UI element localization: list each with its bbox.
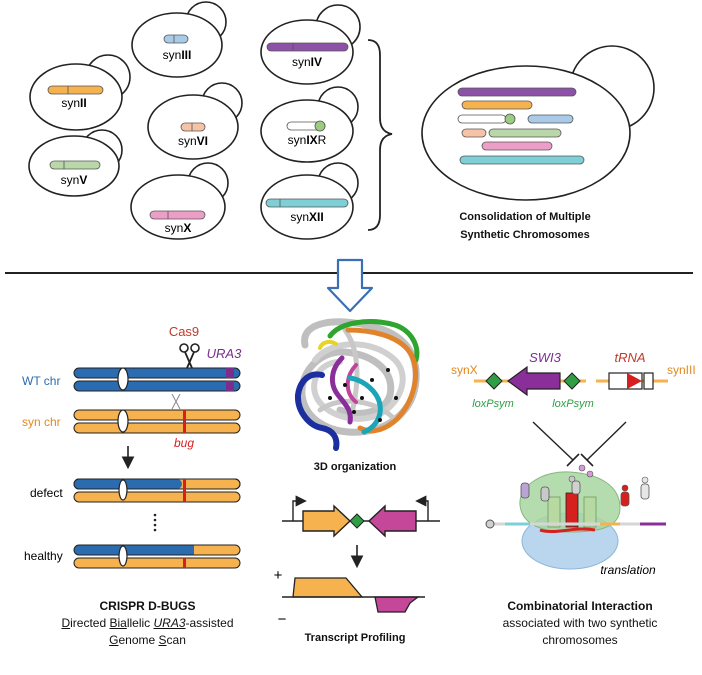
interaction-line3: chromosomes xyxy=(542,633,618,647)
yeast-cell-synVI: synVI xyxy=(147,82,243,160)
consolidation-line1: Consolidation of Multiple xyxy=(459,211,591,223)
label-synIXR: synIXR xyxy=(288,133,327,147)
yeast-cell-synIXR: synIXR xyxy=(260,86,359,163)
bug-label: bug xyxy=(174,436,194,450)
profiling-caption: Transcript Profiling xyxy=(304,632,406,644)
crossover-line xyxy=(171,393,181,410)
loxpsym-right-label: loxPsym xyxy=(552,398,594,410)
yeast-cell-synV: synV xyxy=(28,129,123,197)
swi3-locus xyxy=(474,365,586,397)
translation-label: translation xyxy=(600,563,656,577)
label-synIII: synIII xyxy=(163,48,192,62)
ura3-label: URA3 xyxy=(207,346,242,361)
ellipsis-dots xyxy=(153,513,157,532)
label-synIV: synIV xyxy=(292,55,322,69)
inhibition-line xyxy=(586,421,627,461)
label-synX: synX xyxy=(165,221,192,235)
interaction-line2: associated with two synthetic xyxy=(502,616,658,630)
dbugs-title: CRISPR D-BUGS xyxy=(99,599,196,613)
inhibition-bar xyxy=(580,453,594,467)
label-synV: synV xyxy=(61,173,88,187)
wt-chromosome xyxy=(73,367,241,392)
organization-caption: 3D organization xyxy=(313,461,397,473)
consolidated-yeast-cell xyxy=(421,45,655,201)
scissors-icon xyxy=(179,343,200,369)
plus-strand-label: + xyxy=(274,567,283,584)
healthy-label: healthy xyxy=(24,549,63,563)
loxpsym-left-label: loxPsym xyxy=(472,398,514,410)
dbugs-line2: Directed Biallelic URA3-assisted xyxy=(61,616,234,630)
defect-chromosome xyxy=(73,478,241,503)
trna-locus xyxy=(596,372,668,390)
wt-chr-label: WT chr xyxy=(22,374,60,388)
curly-brace xyxy=(367,39,393,231)
syn-chromosome xyxy=(73,409,241,434)
interaction-caption: Combinatorial Interaction associated wit… xyxy=(460,598,700,649)
minus-strand-label: − xyxy=(278,611,287,628)
yeast-cell-synIII: synIII xyxy=(131,1,227,78)
yeast-cell-synII: synII xyxy=(29,54,131,131)
trna-label: tRNA xyxy=(614,350,645,365)
healthy-chromosome xyxy=(73,544,241,569)
3d-structure-graphic xyxy=(294,318,420,451)
defect-label: defect xyxy=(30,486,63,500)
consolidation-line2: Synthetic Chromosomes xyxy=(460,229,590,241)
label-synXII: synXII xyxy=(290,210,323,224)
synx-label: synX xyxy=(451,363,478,377)
yeast-cell-synX: synX xyxy=(130,162,229,240)
ribosome-graphic xyxy=(485,464,666,570)
yeast-cell-synIV: synIV xyxy=(260,4,361,85)
down-arrow-icon xyxy=(326,258,374,313)
label-synVI: synVI xyxy=(178,134,208,148)
transcript-gene-diagram xyxy=(282,495,440,538)
syniii-label: synIII xyxy=(667,363,696,377)
dbugs-line3: Genome Scan xyxy=(109,633,186,647)
syn-chr-label: syn chr xyxy=(22,415,61,429)
swi3-label: SWI3 xyxy=(529,350,562,365)
inhibition-line xyxy=(532,421,574,461)
dbugs-caption: CRISPR D-BUGS Directed Biallelic URA3-as… xyxy=(20,598,275,649)
interaction-title: Combinatorial Interaction xyxy=(507,599,653,613)
inhibition-bar xyxy=(566,453,580,467)
yeast-cell-synXII: synXII xyxy=(260,162,359,240)
label-synII: synII xyxy=(61,96,86,110)
cas9-label: Cas9 xyxy=(169,324,199,339)
transcript-profile-plot xyxy=(282,577,425,613)
consolidation-caption: Consolidation of Multiple Synthetic Chro… xyxy=(420,208,630,244)
